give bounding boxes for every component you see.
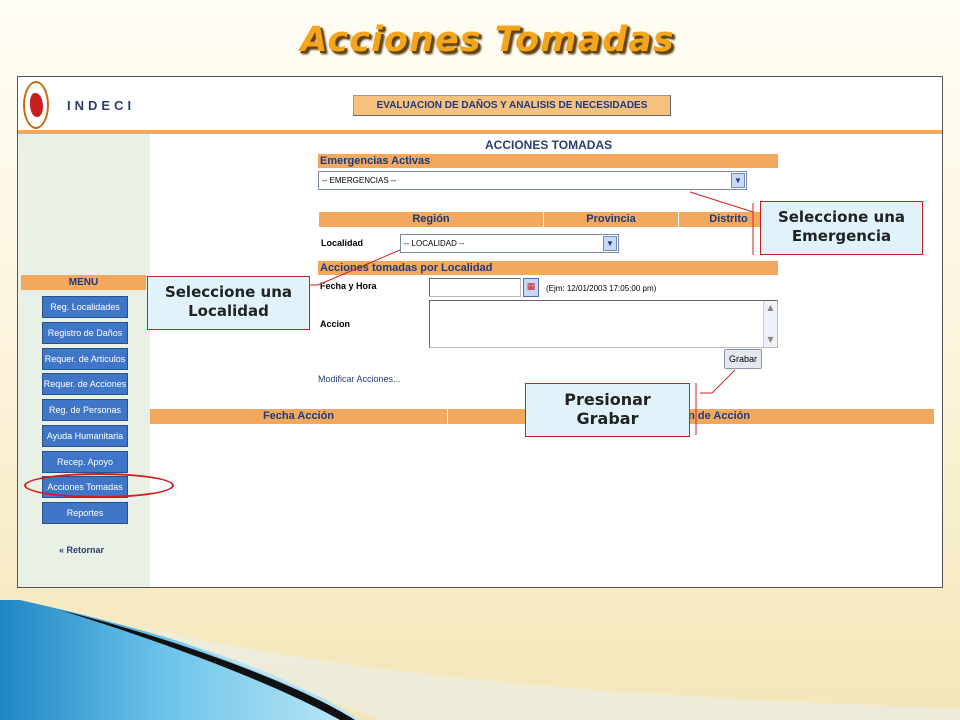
calendar-icon[interactable]: ▦ bbox=[523, 278, 539, 297]
menu-item-reportes[interactable]: Reportes bbox=[42, 502, 128, 524]
indeci-logo bbox=[23, 81, 49, 129]
accion-label: Accion bbox=[320, 319, 351, 329]
fecha-accion-column: Fecha Acción bbox=[262, 410, 335, 422]
localidad-select[interactable]: -- LOCALIDAD -- ▼ bbox=[400, 234, 619, 253]
chevron-down-icon[interactable]: ▼ bbox=[603, 236, 617, 251]
provincia-header: Provincia bbox=[543, 212, 678, 227]
emergencia-select[interactable]: -- EMERGENCIAS -- ▼ bbox=[318, 171, 747, 190]
acciones-section-label: Acciones tomadas por Localidad bbox=[320, 262, 493, 274]
localidad-select-value: -- LOCALIDAD -- bbox=[404, 239, 465, 248]
region-header: Región bbox=[318, 212, 543, 227]
callout-localidad-text: Seleccione una Localidad bbox=[164, 283, 293, 320]
app-screenshot: INDECI EVALUACION DE DAÑOS Y ANALISIS DE… bbox=[17, 76, 943, 588]
form-title: ACCIONES TOMADAS bbox=[485, 138, 613, 152]
modificar-acciones-link[interactable]: Modificar Acciones... bbox=[318, 374, 401, 384]
descripcion-accion-column: Descripción de Acción bbox=[447, 409, 934, 424]
double-chevron-left-icon: « bbox=[59, 545, 65, 555]
location-header-bar: Región Provincia Distrito bbox=[318, 212, 778, 227]
emergencias-bar: Emergencias Activas bbox=[318, 154, 778, 168]
highlight-oval bbox=[24, 473, 174, 498]
fecha-label: Fecha y Hora bbox=[320, 281, 377, 291]
back-link-label: Retornar bbox=[66, 545, 105, 555]
acciones-section-bar: Acciones tomadas por Localidad bbox=[318, 261, 778, 275]
header-divider bbox=[18, 130, 942, 134]
localidad-label: Localidad bbox=[321, 238, 364, 248]
system-title: EVALUACION DE DAÑOS Y ANALISIS DE NECESI… bbox=[353, 95, 671, 116]
menu-item-recep-apoyo[interactable]: Recep. Apoyo bbox=[42, 451, 128, 473]
brand-name: INDECI bbox=[67, 98, 136, 113]
fecha-input[interactable] bbox=[429, 278, 521, 297]
accion-textarea[interactable]: ▲ ▼ bbox=[429, 300, 778, 348]
menu-item-registro-danos[interactable]: Registro de Daños bbox=[42, 322, 128, 344]
callout-emergencia: Seleccione una Emergencia bbox=[760, 201, 923, 255]
emergencia-select-value: -- EMERGENCIAS -- bbox=[322, 176, 397, 185]
chevron-down-icon[interactable]: ▼ bbox=[731, 173, 745, 188]
back-link[interactable]: « Retornar bbox=[59, 545, 104, 555]
callout-grabar: Presionar Grabar bbox=[525, 383, 690, 437]
callout-emergencia-text: Seleccione una Emergencia bbox=[777, 208, 906, 245]
callout-grabar-text: Presionar Grabar bbox=[564, 390, 651, 428]
menu-item-requer-acciones[interactable]: Requer. de Acciones bbox=[42, 373, 128, 395]
callout-localidad: Seleccione una Localidad bbox=[147, 276, 310, 330]
slide-title: Acciones Tomadas bbox=[300, 20, 675, 60]
app-header: INDECI EVALUACION DE DAÑOS Y ANALISIS DE… bbox=[18, 77, 942, 134]
menu-item-requer-articulos[interactable]: Requer. de Articulos bbox=[42, 348, 128, 370]
emergencias-label: Emergencias Activas bbox=[320, 155, 431, 167]
menu-item-reg-localidades[interactable]: Reg. Localidades bbox=[42, 296, 128, 318]
menu-item-reg-personas[interactable]: Reg. de Personas bbox=[42, 399, 128, 421]
sidebar: MENU Reg. Localidades Registro de Daños … bbox=[18, 134, 150, 587]
scroll-down-icon[interactable]: ▼ bbox=[767, 335, 774, 344]
decorative-swoosh bbox=[0, 600, 960, 720]
fecha-hint: (Ejm: 12/01/2003 17:05:00 pm) bbox=[546, 284, 657, 293]
main-content: ACCIONES TOMADAS Emergencias Activas -- … bbox=[150, 134, 942, 587]
menu-heading: MENU bbox=[21, 275, 146, 290]
distrito-header: Distrito bbox=[678, 212, 778, 227]
grabar-button[interactable]: Grabar bbox=[724, 349, 762, 369]
scroll-up-icon[interactable]: ▲ bbox=[767, 303, 774, 312]
accion-scrollbar[interactable]: ▲ ▼ bbox=[763, 301, 777, 347]
menu-item-ayuda-humanitaria[interactable]: Ayuda Humanitaria bbox=[42, 425, 128, 447]
